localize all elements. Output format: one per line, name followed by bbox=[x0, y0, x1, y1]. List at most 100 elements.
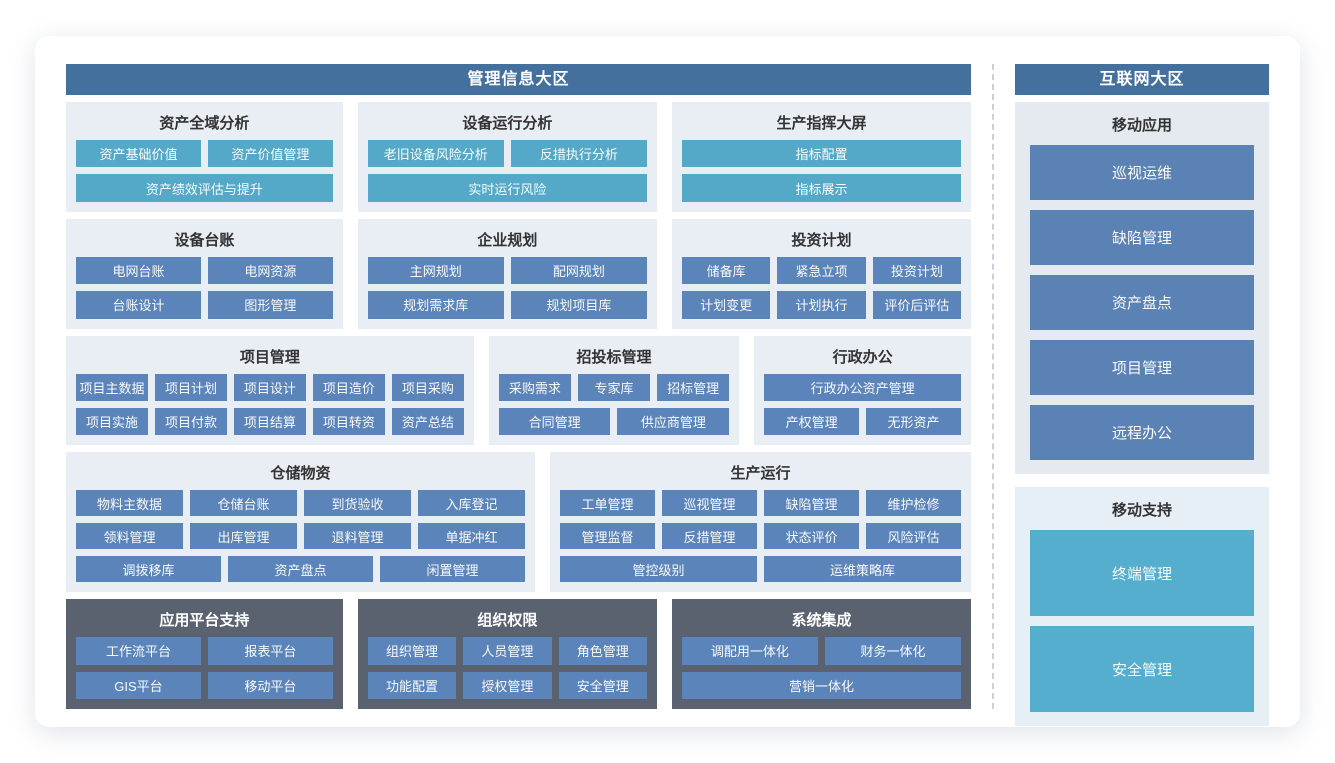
module-button[interactable]: 授权管理 bbox=[463, 671, 552, 699]
module-button[interactable]: 项目转资 bbox=[312, 407, 385, 436]
module-button[interactable]: 功能配置 bbox=[367, 671, 457, 699]
module-button[interactable]: 评价后评估 bbox=[872, 291, 962, 319]
module-button[interactable]: 资产价值管理 bbox=[207, 140, 333, 168]
module-button[interactable]: 无形资产 bbox=[866, 407, 962, 436]
module-button[interactable]: 状态评价 bbox=[764, 523, 860, 550]
module-button[interactable]: 计划变更 bbox=[681, 291, 771, 319]
module-group-title: 设备运行分析 bbox=[462, 115, 553, 132]
module-button[interactable]: 指标配置 bbox=[681, 140, 961, 168]
module-button[interactable]: 反措管理 bbox=[662, 523, 758, 550]
module-button[interactable]: 台账设计 bbox=[76, 291, 201, 319]
module-button[interactable]: 合同管理 bbox=[498, 407, 611, 436]
module-button[interactable]: 工单管理 bbox=[560, 490, 656, 517]
module-button[interactable]: 报表平台 bbox=[207, 637, 333, 665]
mobile-module-button[interactable]: 项目管理 bbox=[1030, 340, 1254, 395]
module-button[interactable]: 出库管理 bbox=[190, 523, 298, 550]
module-button[interactable]: 项目采购 bbox=[391, 373, 464, 401]
module-button[interactable]: 移动平台 bbox=[207, 671, 333, 699]
module-button[interactable]: 规划需求库 bbox=[367, 291, 504, 319]
module-button[interactable]: 项目结算 bbox=[233, 407, 306, 436]
module-button-row: 产权管理无形资产 bbox=[764, 407, 962, 436]
module-button[interactable]: 配网规划 bbox=[510, 256, 647, 285]
mobile-module-button[interactable]: 终端管理 bbox=[1030, 530, 1254, 616]
module-button[interactable]: 安全管理 bbox=[558, 671, 647, 699]
module-button[interactable]: 风险评估 bbox=[866, 523, 961, 550]
mobile-module-button[interactable]: 安全管理 bbox=[1030, 626, 1254, 712]
module-group-title: 仓储物资 bbox=[270, 465, 331, 483]
module-button[interactable]: 资产基础价值 bbox=[76, 140, 201, 168]
module-button[interactable]: 供应商管理 bbox=[617, 407, 730, 436]
module-button[interactable]: 维护检修 bbox=[866, 490, 961, 517]
module-group: 行政办公行政办公资产管理产权管理无形资产 bbox=[754, 335, 971, 446]
module-button[interactable]: 指标展示 bbox=[681, 174, 961, 202]
module-button[interactable]: 领料管理 bbox=[76, 523, 184, 550]
module-button[interactable]: 组织管理 bbox=[367, 637, 457, 665]
module-button[interactable]: 资产总结 bbox=[391, 407, 464, 436]
mobile-module-button[interactable]: 缺陷管理 bbox=[1030, 210, 1254, 265]
mobile-module-button[interactable]: 远程办公 bbox=[1030, 405, 1254, 460]
module-button[interactable]: 项目设计 bbox=[233, 373, 306, 401]
module-button[interactable]: 资产绩效评估与提升 bbox=[76, 174, 333, 202]
module-button[interactable]: 项目造价 bbox=[312, 373, 385, 401]
module-button[interactable]: 角色管理 bbox=[558, 637, 647, 665]
module-button[interactable]: 电网资源 bbox=[207, 256, 333, 285]
module-button[interactable]: 调拨移库 bbox=[76, 556, 222, 583]
module-button[interactable]: 紧急立项 bbox=[777, 256, 866, 285]
module-button[interactable]: 物料主数据 bbox=[76, 490, 184, 517]
module-button[interactable]: 实时运行风险 bbox=[367, 174, 647, 202]
module-button[interactable]: GIS平台 bbox=[76, 671, 201, 699]
module-button[interactable]: 入库登记 bbox=[418, 490, 526, 517]
module-group: 投资计划储备库紧急立项投资计划计划变更计划执行评价后评估 bbox=[671, 218, 971, 329]
module-button-row: 物料主数据仓储台账到货验收入库登记 bbox=[76, 490, 526, 517]
module-button[interactable]: 闲置管理 bbox=[380, 556, 526, 583]
module-button-row: 功能配置授权管理安全管理 bbox=[367, 671, 647, 699]
module-button[interactable]: 缺陷管理 bbox=[764, 490, 860, 517]
module-button[interactable]: 退料管理 bbox=[304, 523, 412, 550]
module-button[interactable]: 主网规划 bbox=[367, 256, 504, 285]
module-button[interactable]: 储备库 bbox=[681, 256, 771, 285]
module-group-title: 应用平台支持 bbox=[159, 612, 250, 630]
module-button[interactable]: 财务一体化 bbox=[824, 637, 962, 665]
mobile-module-button[interactable]: 资产盘点 bbox=[1030, 275, 1254, 330]
module-button[interactable]: 招标管理 bbox=[657, 373, 730, 401]
module-button[interactable]: 项目计划 bbox=[154, 373, 227, 401]
internet-panels: 移动应用巡视运维缺陷管理资产盘点项目管理远程办公移动支持终端管理安全管理 bbox=[1015, 95, 1269, 726]
module-button[interactable]: 仓储台账 bbox=[190, 490, 298, 517]
module-button[interactable]: 项目付款 bbox=[154, 407, 227, 436]
module-button[interactable]: 工作流平台 bbox=[76, 637, 201, 665]
module-group: 企业规划主网规划配网规划规划需求库规划项目库 bbox=[357, 218, 657, 329]
module-button[interactable]: 项目主数据 bbox=[76, 373, 148, 401]
module-button[interactable]: 资产盘点 bbox=[228, 556, 374, 583]
module-button[interactable]: 巡视管理 bbox=[662, 490, 758, 517]
module-group-title: 企业规划 bbox=[477, 231, 538, 249]
mobile-module-button[interactable]: 巡视运维 bbox=[1030, 145, 1254, 200]
module-button[interactable]: 行政办公资产管理 bbox=[764, 373, 961, 401]
module-button[interactable]: 到货验收 bbox=[304, 490, 412, 517]
module-button[interactable]: 管理监督 bbox=[560, 523, 656, 550]
module-button[interactable]: 产权管理 bbox=[764, 407, 860, 436]
module-button[interactable]: 反措执行分析 bbox=[510, 140, 647, 168]
module-button[interactable]: 采购需求 bbox=[498, 373, 571, 401]
module-button[interactable]: 规划项目库 bbox=[510, 291, 647, 319]
module-button-row: 老旧设备风险分析反措执行分析 bbox=[367, 140, 647, 168]
module-button[interactable]: 调配用一体化 bbox=[681, 637, 818, 665]
module-button[interactable]: 项目实施 bbox=[76, 407, 148, 436]
module-button[interactable]: 单据冲红 bbox=[418, 523, 526, 550]
module-button[interactable]: 图形管理 bbox=[207, 291, 333, 319]
module-button[interactable]: 营销一体化 bbox=[681, 671, 961, 699]
panel-row: 项目管理项目主数据项目计划项目设计项目造价项目采购项目实施项目付款项目结算项目转… bbox=[66, 335, 971, 446]
module-button[interactable]: 电网台账 bbox=[76, 256, 201, 285]
module-button[interactable]: 运维策略库 bbox=[764, 556, 961, 583]
module-button[interactable]: 管控级别 bbox=[560, 556, 758, 583]
module-button-row: 行政办公资产管理 bbox=[764, 373, 961, 401]
module-button-row: 管控级别运维策略库 bbox=[560, 556, 961, 583]
module-button-row: 指标配置 bbox=[681, 140, 961, 168]
module-button[interactable]: 人员管理 bbox=[463, 637, 552, 665]
module-button[interactable]: 投资计划 bbox=[872, 256, 962, 285]
management-panel-rows: 资产全域分析资产基础价值资产价值管理资产绩效评估与提升设备运行分析老旧设备风险分… bbox=[66, 95, 971, 709]
module-button[interactable]: 老旧设备风险分析 bbox=[367, 140, 504, 168]
module-button[interactable]: 计划执行 bbox=[777, 291, 866, 319]
module-button[interactable]: 专家库 bbox=[577, 373, 651, 401]
module-group: 生产运行工单管理巡视管理缺陷管理维护检修管理监督反措管理状态评价风险评估管控级别… bbox=[550, 452, 971, 593]
